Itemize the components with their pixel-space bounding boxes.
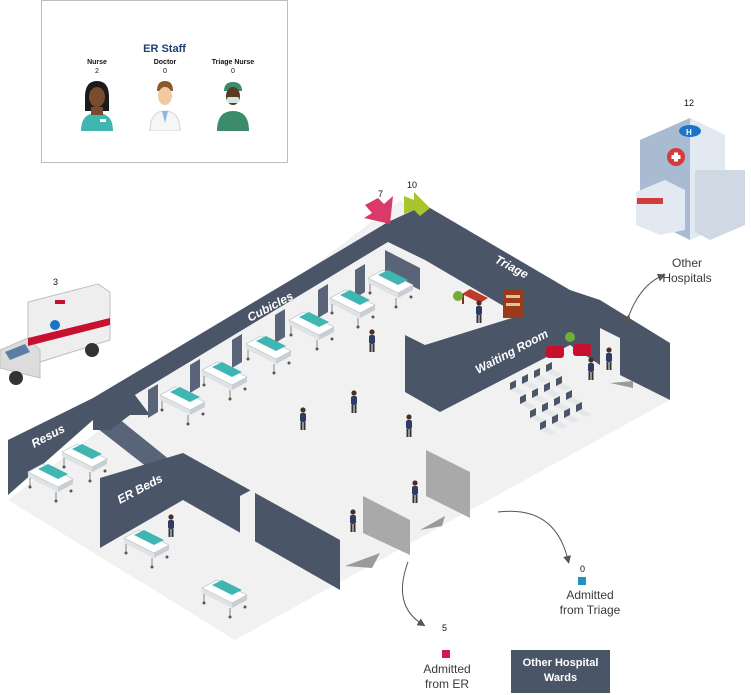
arrow-in-icon xyxy=(364,196,393,224)
hospitals-flow-arrow xyxy=(622,273,666,324)
svg-text:H: H xyxy=(686,128,692,137)
admitted-triage-flow-arrow xyxy=(497,510,571,564)
ambulance-icon xyxy=(0,283,111,385)
staff-doctor-count: 0 xyxy=(163,68,167,75)
other-wards-line2: Wards xyxy=(543,672,578,684)
entry-panel-left xyxy=(363,496,410,555)
entry-panel-right xyxy=(426,450,470,518)
admitted-triage-label-line1: Admitted xyxy=(566,588,614,602)
admitted-triage-label: Admitted from Triage xyxy=(550,588,630,618)
admitted-triage-count: 0 xyxy=(580,564,586,574)
other-hospitals-label: Other Hospitals xyxy=(647,256,727,286)
admitted-triage-marker xyxy=(578,577,586,585)
admitted-er-label-line2: from ER xyxy=(424,677,469,691)
resus-back-wall xyxy=(8,398,93,495)
other-hospital-wards-box: Other Hospital Wards xyxy=(511,650,610,693)
staff-nurse-label: Nurse xyxy=(87,59,107,66)
staff-triage-nurse: Triage Nurse 0 xyxy=(198,59,268,131)
staff-triage-nurse-count: 0 xyxy=(231,68,235,75)
triage-wall xyxy=(388,205,425,260)
arrow-out-count: 10 xyxy=(407,180,418,190)
other-hospitals-label-line1: Other xyxy=(671,256,702,270)
waiting-room-sofas xyxy=(546,332,591,358)
other-hospitals-label-line2: Hospitals xyxy=(662,271,712,285)
triage-desk xyxy=(453,289,523,318)
doctor-icon xyxy=(149,81,181,131)
staff-doctor-label: Doctor xyxy=(153,59,177,66)
admitted-er-label: Admitted from ER xyxy=(407,662,487,692)
other-wards-line1: Other Hospital xyxy=(522,657,599,669)
staff-doctor: Doctor 0 xyxy=(130,59,200,131)
staff-nurse-count: 2 xyxy=(95,68,99,75)
main-back-wall xyxy=(93,222,388,430)
er-staff-panel: ER Staff Nurse 2 Doctor 0 Triage Nurse 0 xyxy=(41,0,288,163)
admitted-er-label-line1: Admitted xyxy=(423,662,471,676)
admitted-triage-label-line2: from Triage xyxy=(559,603,621,617)
triage-nurse-icon xyxy=(217,82,249,131)
arrow-in-count: 7 xyxy=(378,189,384,199)
er-staff-title: ER Staff xyxy=(143,43,186,55)
other-hospitals-icon: H xyxy=(636,118,745,240)
waiting-room-wall xyxy=(405,300,570,412)
cubicle-partitions xyxy=(148,250,420,418)
admitted-er-flow-arrow xyxy=(401,561,426,627)
arrow-out-icon xyxy=(404,192,430,216)
ambulance-count: 3 xyxy=(53,277,59,287)
admitted-er-marker xyxy=(442,650,450,658)
admitted-er-count: 5 xyxy=(442,623,448,633)
other-hospitals-count: 12 xyxy=(684,98,695,108)
staff-nurse: Nurse 2 xyxy=(62,59,132,131)
nurse-icon xyxy=(81,81,113,131)
er-beds-wall xyxy=(100,453,183,548)
staff-triage-nurse-label: Triage Nurse xyxy=(211,59,255,66)
